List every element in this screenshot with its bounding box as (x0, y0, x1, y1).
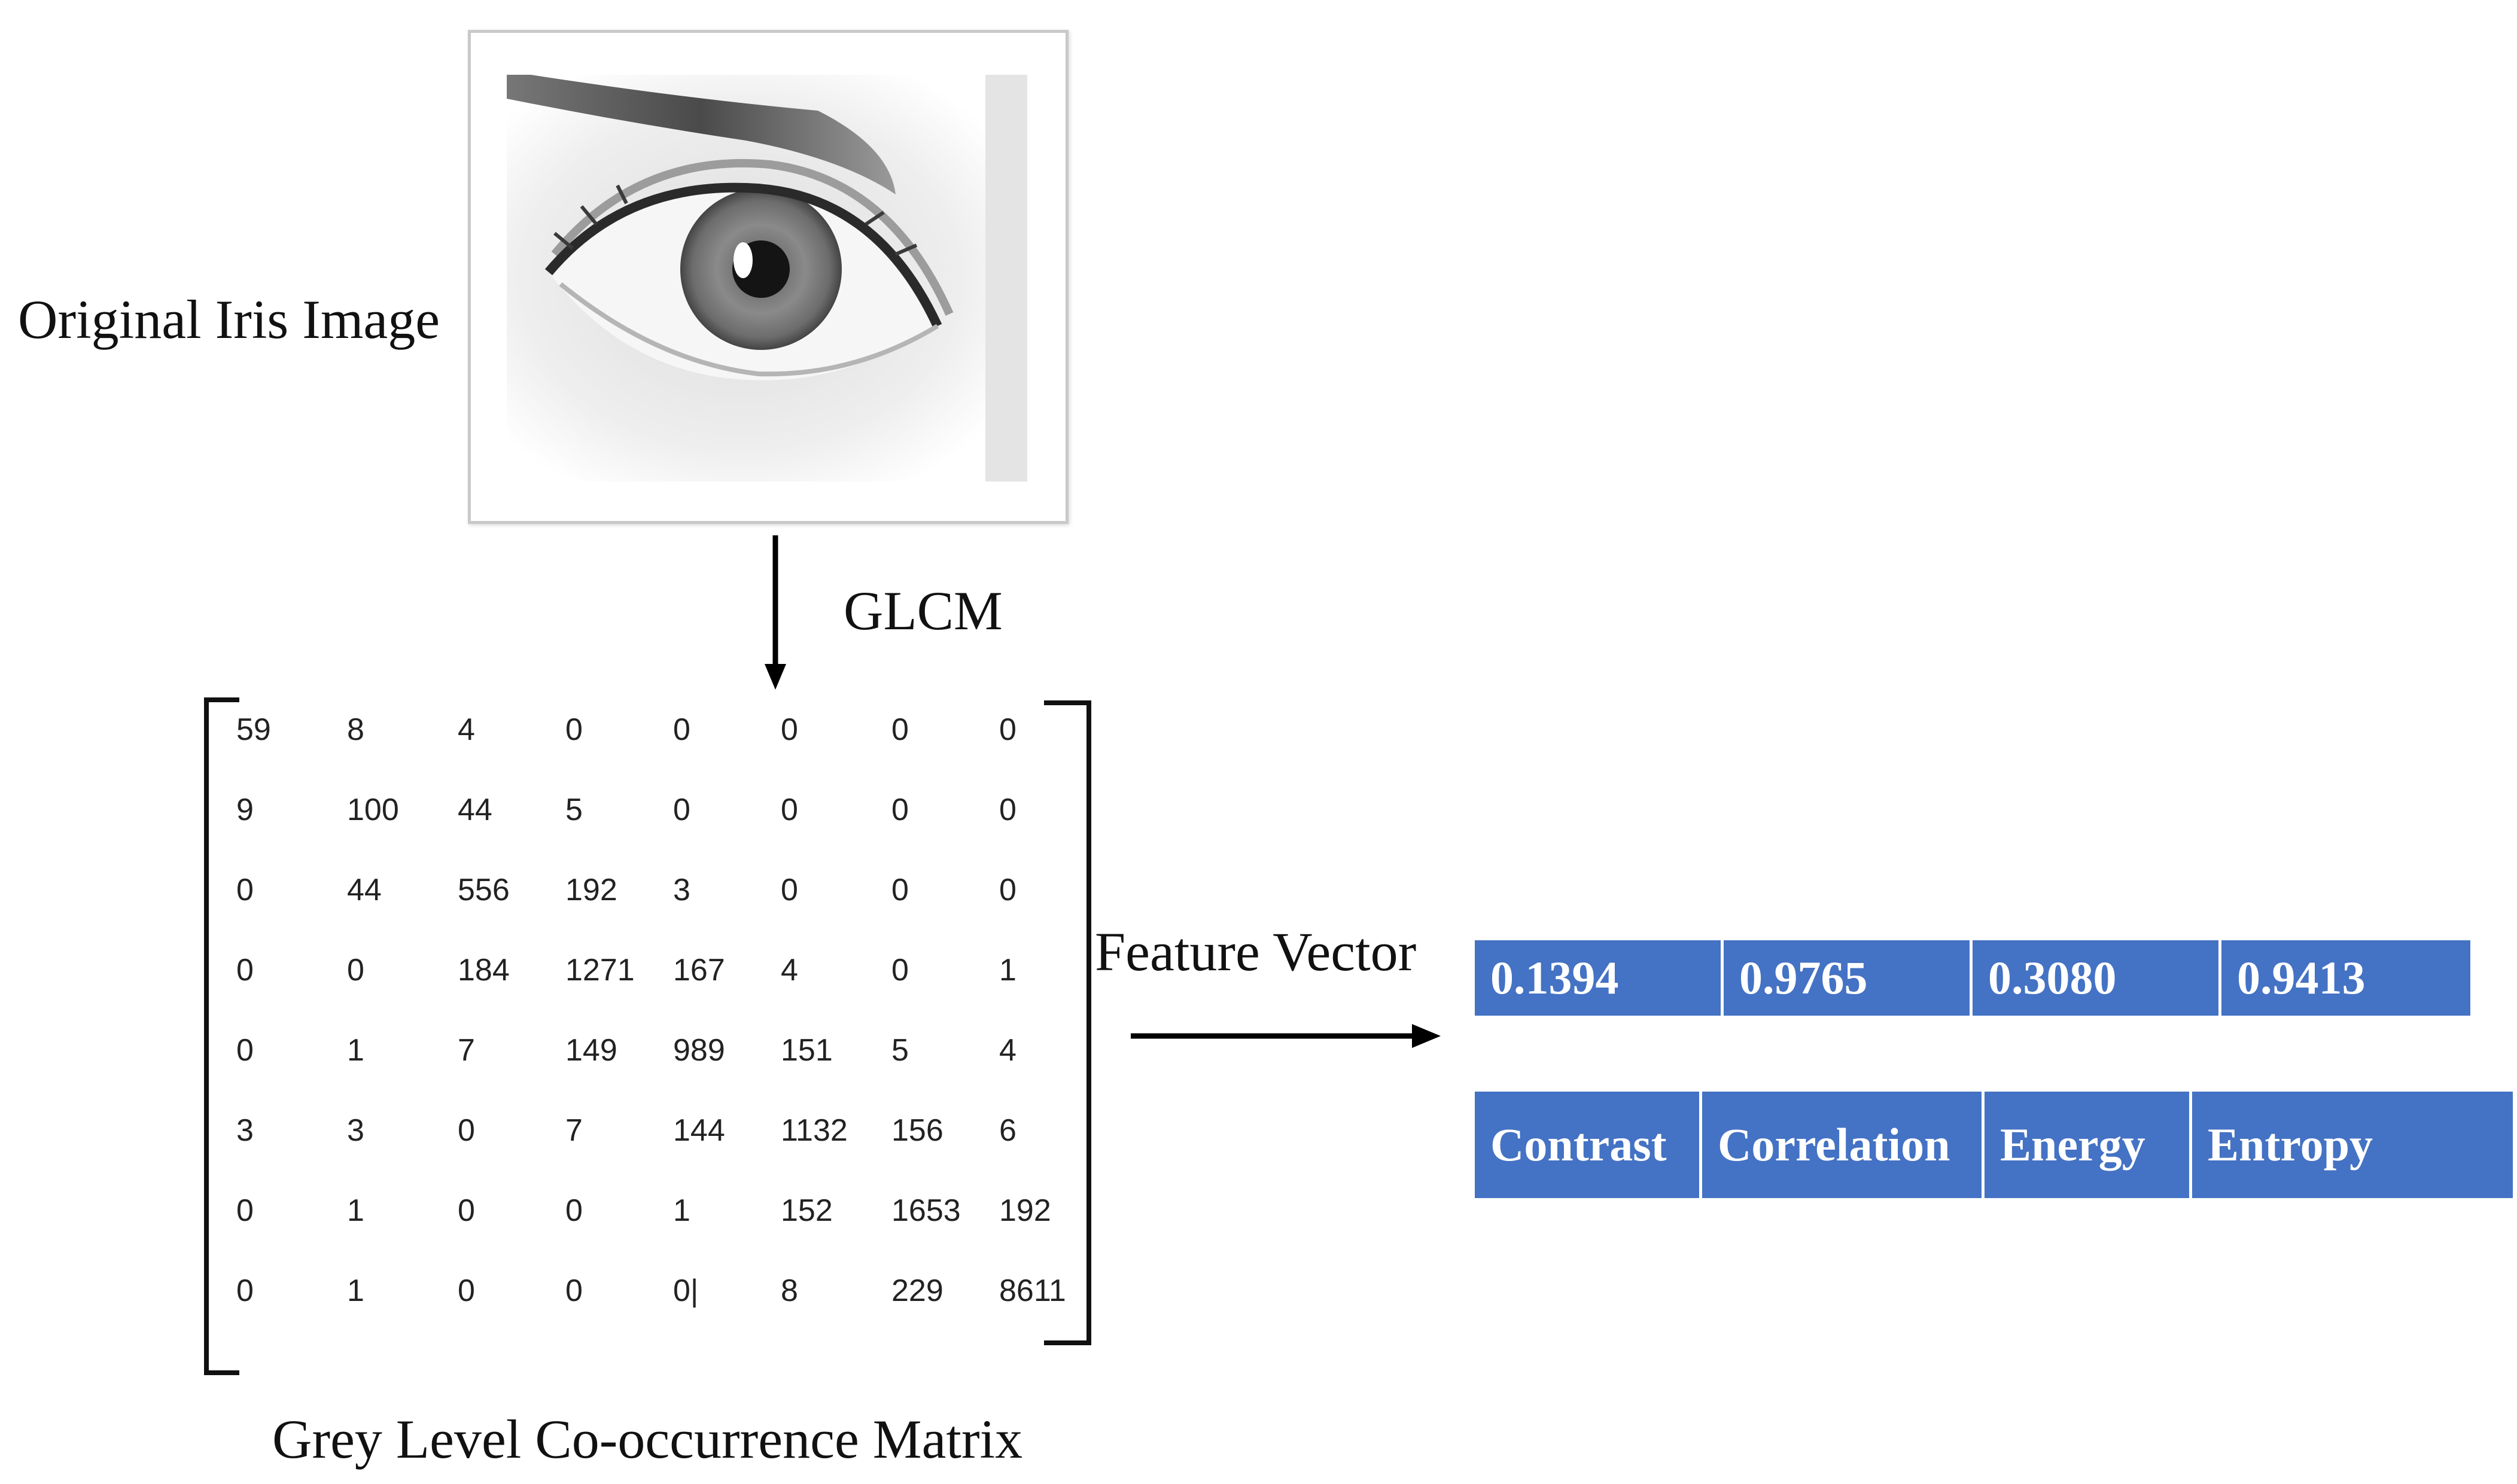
matrix-cell: 0 (891, 712, 909, 747)
matrix-cell: 149 (565, 1033, 617, 1068)
original-iris-image-label: Original Iris Image (18, 289, 440, 350)
matrix-cell: 0 (236, 953, 254, 988)
matrix-cell: 0 (565, 712, 583, 747)
matrix-row: 0 44 556 192 3 0 0 0 (236, 869, 1074, 911)
matrix-row: 0 1 0 0 0| 8 229 8611 (236, 1270, 1074, 1312)
left-bracket (204, 697, 239, 1375)
feature-names-row: Contrast Correlation Energy Entropy (1475, 1092, 2513, 1198)
matrix-row: 0 1 7 149 989 151 5 4 (236, 1029, 1074, 1071)
matrix-cell: 0 (673, 793, 690, 827)
matrix-cell: 44 (347, 873, 382, 907)
matrix-cell: 0 (891, 873, 909, 907)
arrow-right-icon (1131, 1024, 1441, 1048)
matrix-cell: 0 (458, 1193, 475, 1228)
matrix-cell: 1 (673, 1193, 690, 1228)
matrix-row: 59 8 4 0 0 0 0 0 (236, 709, 1074, 751)
feature-name-cell: Energy (1985, 1092, 2192, 1198)
matrix-cell: 0 (236, 873, 254, 907)
matrix-cell: 184 (458, 953, 510, 988)
matrix-cell: 989 (673, 1033, 725, 1068)
matrix-cell: 3 (236, 1113, 254, 1148)
iris-image-frame (468, 30, 1069, 524)
matrix-cell: 192 (565, 873, 617, 907)
matrix-cell: 156 (891, 1113, 944, 1148)
matrix-cell: 0 (236, 1033, 254, 1068)
matrix-cell: 7 (458, 1033, 475, 1068)
matrix-cell: 1653 (891, 1193, 961, 1228)
matrix-cell: 7 (565, 1113, 583, 1148)
matrix-cell: 8 (781, 1273, 798, 1308)
matrix-cell: 0 (781, 712, 798, 747)
matrix-cell: 0 (458, 1113, 475, 1148)
matrix-cell: 0| (673, 1273, 699, 1308)
matrix-cell: 1 (347, 1033, 364, 1068)
matrix-row: 0 0 184 1271 167 4 0 1 (236, 949, 1074, 991)
matrix-cell: 44 (458, 793, 492, 827)
matrix-cell: 1 (999, 953, 1016, 988)
feature-vector-label: Feature Vector (1095, 921, 1417, 982)
matrix-cell: 144 (673, 1113, 725, 1148)
matrix-cell: 1 (347, 1273, 364, 1308)
matrix-cell: 0 (999, 793, 1016, 827)
matrix-cell: 3 (673, 873, 690, 907)
matrix-cell: 8611 (999, 1273, 1066, 1308)
matrix-cell: 0 (999, 712, 1016, 747)
matrix-cell: 0 (673, 712, 690, 747)
feature-values-row: 0.1394 0.9765 0.3080 0.9413 (1475, 940, 2470, 1016)
matrix-cell: 167 (673, 953, 725, 988)
matrix-cell: 5 (891, 1033, 909, 1068)
glcm-label: GLCM (844, 580, 1003, 641)
feature-name-cell: Correlation (1702, 1092, 1985, 1198)
matrix-row: 9 100 44 5 0 0 0 0 (236, 789, 1074, 831)
feature-value-cell: 0.1394 (1475, 940, 1724, 1016)
matrix-cell: 0 (781, 873, 798, 907)
matrix-cell: 192 (999, 1193, 1051, 1228)
matrix-cell: 9 (236, 793, 254, 827)
matrix-cell: 0 (347, 953, 364, 988)
matrix-cell: 229 (891, 1273, 944, 1308)
feature-value-cell: 0.9765 (1724, 940, 1973, 1016)
matrix-cell: 4 (458, 712, 475, 747)
matrix-cell: 1271 (565, 953, 635, 988)
matrix-cell: 4 (999, 1033, 1016, 1068)
matrix-cell: 0 (236, 1193, 254, 1228)
right-bracket (1044, 700, 1091, 1345)
matrix-cell: 5 (565, 793, 583, 827)
feature-name-cell: Contrast (1475, 1092, 1702, 1198)
eye-photo-icon (507, 75, 1027, 482)
feature-name-cell: Entropy (2192, 1092, 2513, 1198)
matrix-cell: 4 (781, 953, 798, 988)
feature-value-cell: 0.3080 (1973, 940, 2221, 1016)
matrix-cell: 151 (781, 1033, 833, 1068)
matrix-caption: Grey Level Co-occurrence Matrix (272, 1409, 1023, 1470)
matrix-cell: 0 (891, 953, 909, 988)
matrix-cell: 556 (458, 873, 510, 907)
matrix-cell: 0 (565, 1273, 583, 1308)
arrow-down-icon (765, 535, 786, 690)
matrix-cell: 3 (347, 1113, 364, 1148)
matrix-row: 3 3 0 7 144 1132 156 6 (236, 1110, 1074, 1151)
matrix-cell: 0 (781, 793, 798, 827)
matrix-cell: 100 (347, 793, 399, 827)
matrix-cell: 0 (236, 1273, 254, 1308)
matrix-cell: 152 (781, 1193, 833, 1228)
matrix-cell: 1 (347, 1193, 364, 1228)
matrix-cell: 0 (565, 1193, 583, 1228)
matrix-cell: 1132 (781, 1113, 848, 1148)
feature-value-cell: 0.9413 (2221, 940, 2470, 1016)
matrix-cell: 0 (458, 1273, 475, 1308)
matrix-cell: 0 (999, 873, 1016, 907)
matrix-cell: 59 (236, 712, 271, 747)
matrix-row: 0 1 0 0 1 152 1653 192 (236, 1190, 1074, 1232)
matrix-cell: 0 (891, 793, 909, 827)
matrix-cell: 6 (999, 1113, 1016, 1148)
matrix-cell: 8 (347, 712, 364, 747)
